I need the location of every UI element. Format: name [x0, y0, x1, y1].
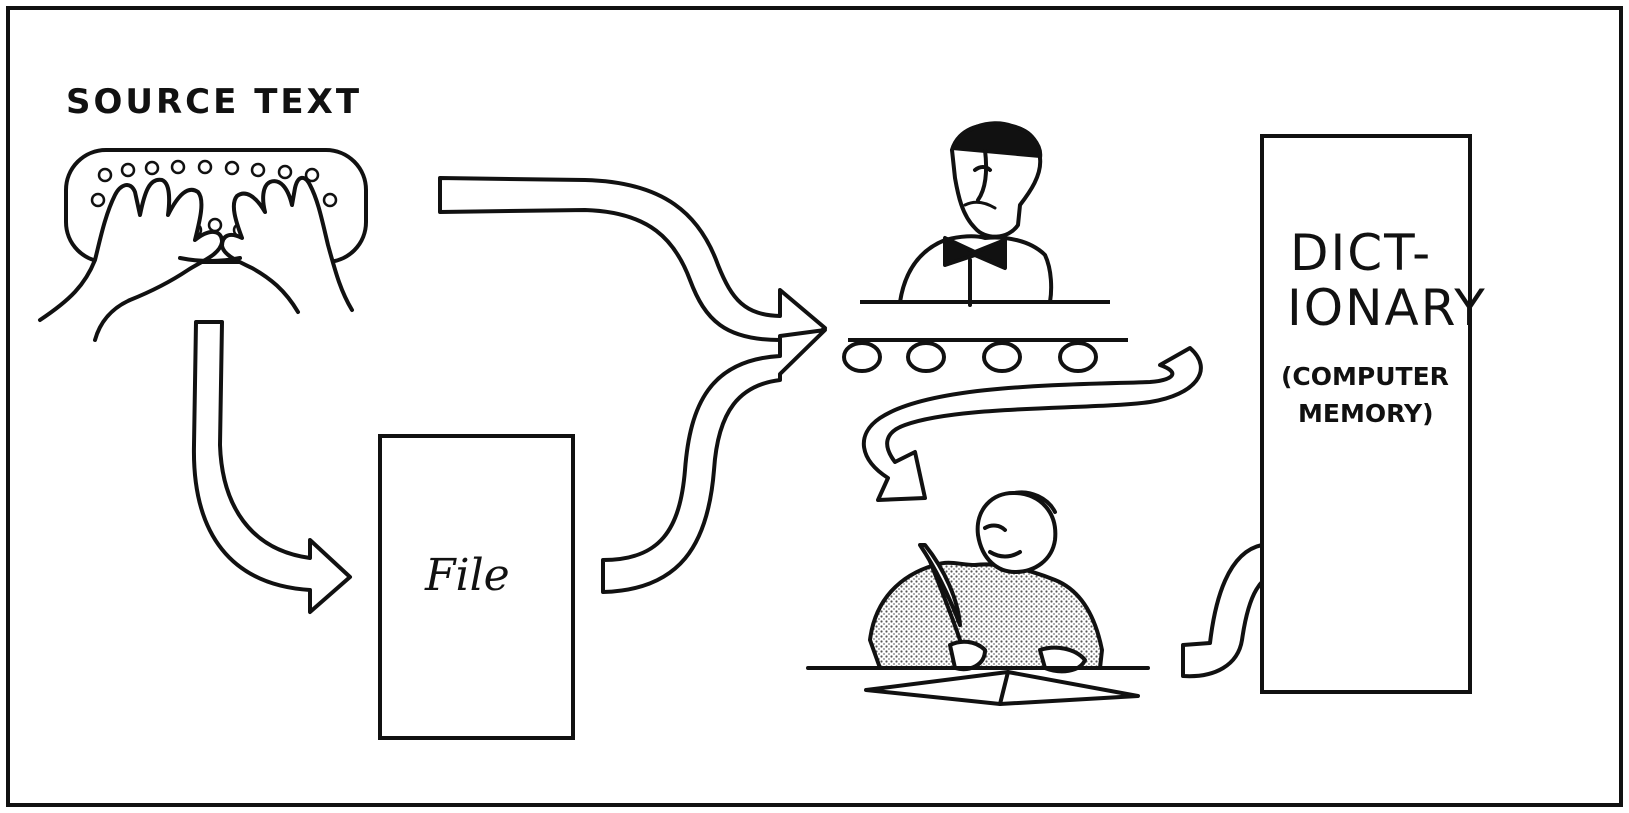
- dictionary-note-line2: MEMORY): [1298, 399, 1434, 428]
- dictionary-label-line1: DICT-: [1290, 224, 1432, 282]
- file-label: File: [424, 550, 510, 601]
- dictionary-label-line2: IONARY: [1287, 279, 1487, 337]
- source-text-label: SOURCE TEXT: [66, 82, 362, 122]
- dictionary-note-line1: (COMPUTER: [1281, 362, 1449, 391]
